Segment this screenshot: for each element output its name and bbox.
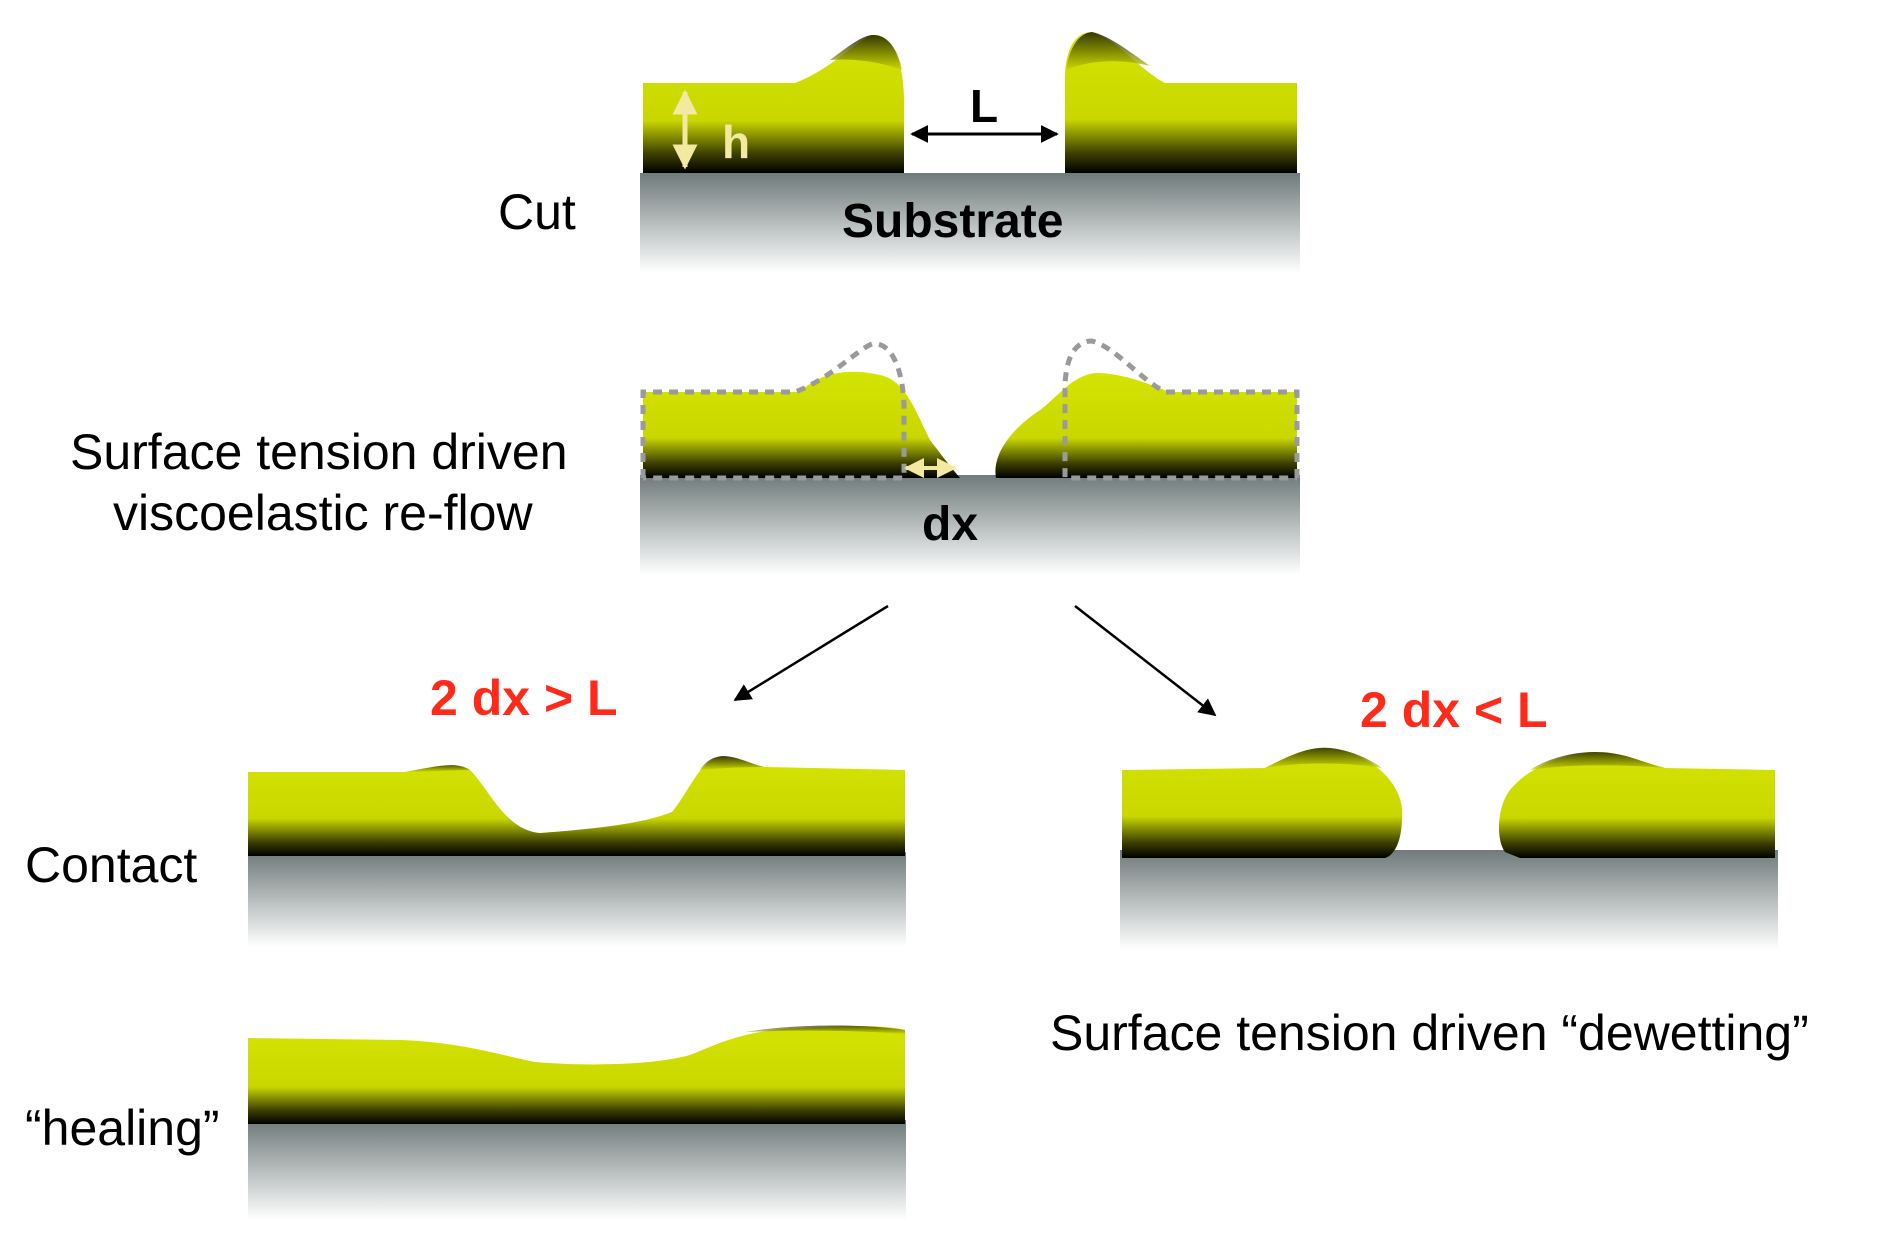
- cut-substrate: [640, 173, 1300, 273]
- reflow-original-outline-left: [640, 341, 907, 481]
- dewetting-bump-left: [1265, 747, 1382, 768]
- cut-film-right: [1065, 32, 1297, 173]
- dewetting-bump-right: [1530, 752, 1665, 770]
- contact-film: [248, 756, 905, 856]
- dewetting-condition: 2 dx < L: [1360, 682, 1548, 738]
- reflow-label-line1: Surface tension driven: [70, 424, 568, 480]
- gap-symbol: L: [970, 80, 998, 132]
- contact-panel: 2 dx > L Contact: [25, 670, 906, 947]
- cut-bump-left: [830, 34, 902, 70]
- reflow-original-outline-right: [1062, 338, 1300, 481]
- reflow-panel: dx Surface tension driven viscoelastic r…: [70, 338, 1300, 575]
- reflow-film-left: [643, 371, 960, 478]
- dewetting-substrate: [1120, 850, 1778, 950]
- dewetting-film-right: [1498, 752, 1775, 858]
- contact-condition: 2 dx > L: [430, 670, 618, 726]
- cut-panel: h L Substrate Cut: [498, 32, 1300, 273]
- contact-bump-left: [405, 765, 470, 772]
- cut-bump-right: [1066, 32, 1150, 70]
- dewetting-panel: 2 dx < L Surface tension driven “dewetti…: [1050, 682, 1809, 1061]
- healing-label: “healing”: [25, 1100, 220, 1156]
- dewetting-label: Surface tension driven “dewetting”: [1050, 1005, 1809, 1061]
- reflow-film-right: [995, 372, 1297, 478]
- contact-label: Contact: [25, 837, 197, 893]
- cut-label: Cut: [498, 184, 576, 240]
- branch-arrow-right: [1074, 605, 1217, 717]
- healing-bump-right: [745, 1025, 905, 1034]
- reflow-substrate: [640, 475, 1300, 575]
- flow-symbol: dx: [922, 498, 978, 551]
- contact-bump-right: [700, 756, 765, 770]
- healing-film: [248, 1025, 905, 1124]
- branch-arrow-left: [733, 604, 889, 702]
- reflow-label-line2: viscoelastic re-flow: [113, 485, 533, 541]
- healing-substrate: [248, 1120, 906, 1220]
- healing-panel: “healing”: [25, 1025, 906, 1220]
- height-symbol: h: [722, 116, 750, 168]
- contact-substrate: [248, 852, 906, 947]
- dewetting-film-left: [1122, 747, 1403, 858]
- cut-film-left: [643, 34, 904, 173]
- substrate-label: Substrate: [842, 195, 1063, 248]
